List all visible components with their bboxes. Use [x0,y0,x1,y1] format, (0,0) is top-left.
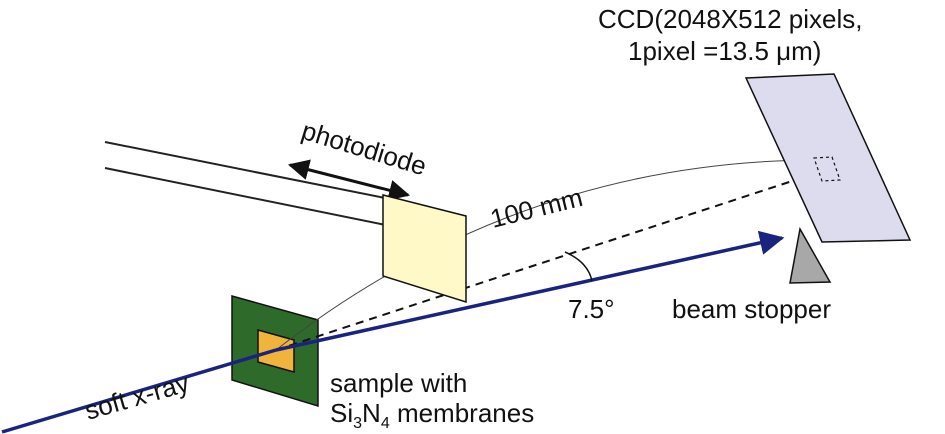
photodiode-motion-arrow [287,159,411,201]
angle-arc [564,251,593,282]
beam-stopper [789,226,832,284]
beam-stopper-label: beam stopper [672,294,831,324]
scattered-ray-arc [275,159,821,351]
xray-beam-incident [1,348,277,434]
si-text: Si [330,398,353,428]
si-subscript: 3 [353,415,362,432]
sample-label-line2: Si3N4 membranes [330,398,534,432]
photodiode-rod-lower [104,167,421,233]
distance-label: 100 mm [487,182,585,234]
photodiode [382,194,467,304]
ccd-label-line1: CCD(2048X512 pixels, [598,4,862,34]
angle-label: 7.5° [568,294,615,324]
sample-label-line1: sample with [330,368,467,398]
ccd-detector [744,73,912,243]
membranes-text: membranes [390,398,535,428]
ccd-pixel-region [813,156,841,182]
n-text: N [362,398,381,428]
soft-xray-label: soft x-ray [81,367,192,425]
n-subscript: 4 [381,415,390,432]
ccd-label-line2: 1pixel =13.5 μm) [628,36,821,66]
xray-beam-transmitted [275,230,785,352]
